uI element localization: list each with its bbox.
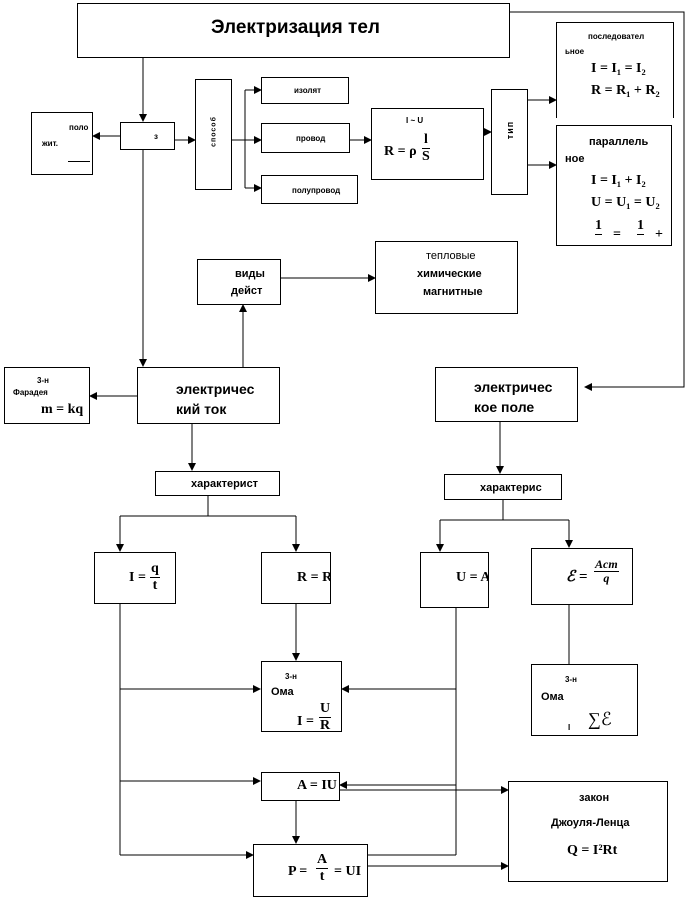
field-characteristics-box: характерис [444,474,562,500]
title-box: Электризация тел [77,3,510,58]
full-ohm-law-box: 3-н Ома I ∑ℰ [531,664,638,736]
work-box: A = IU [261,772,340,801]
conductor-box: провод [261,123,350,153]
small-box: поло жит. [31,112,93,175]
faraday-box: 3-н Фарадея m = kq [4,367,90,424]
power-box: P = A t = UI [253,844,368,897]
emf-box: ℰ = Aст q [531,548,633,605]
resistance-formula-box: I ~ U R = ρ l S [371,108,484,180]
z-box: з [120,122,175,150]
voltage-box: U = A [420,552,489,608]
electric-field-box: электричес кое поле [435,367,578,422]
joule-lenz-box: закон Джоуля-Ленца Q = I²Rt [508,781,668,882]
page-title: Электризация тел [211,17,380,38]
resistance-box: R = R [261,552,331,604]
semiconductor-box: полупровод [261,175,358,204]
connection-type-box: тип [491,89,528,195]
parallel-box: параллель ное I = I₁ + I₂ U = U₁ = U₂ 1 … [556,125,672,246]
electric-current-box: электричес кий ток [137,367,280,424]
series-box: последовател ьное I = I₁ = I₂ R = R₁ + R… [556,22,674,118]
effects-label-box: виды дейст [197,259,281,305]
method-box: способ [195,79,232,190]
effects-list-box: тепловые химические магнитные [375,241,518,314]
current-formula-box: I = q t [94,552,176,604]
current-characteristics-box: характерист [155,471,280,496]
insulator-box: изолят [261,77,349,104]
ohm-law-box: 3-н Ома I = U R [261,661,342,732]
